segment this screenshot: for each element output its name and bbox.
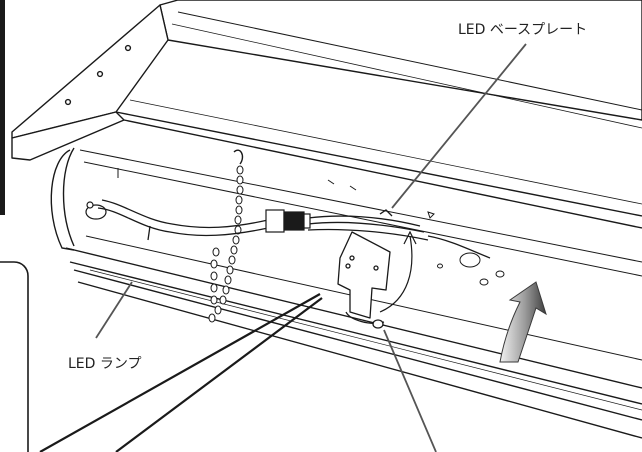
base-plate-top bbox=[159, 0, 642, 129]
plate-holes bbox=[327, 179, 505, 286]
leader-lamp bbox=[95, 281, 133, 339]
wall-edge bbox=[0, 0, 5, 215]
lamp-end-cap bbox=[85, 201, 107, 220]
leader-base-plate bbox=[391, 43, 527, 209]
wiring-cable bbox=[97, 199, 491, 259]
curved-arrow bbox=[499, 281, 547, 363]
leader-screw bbox=[383, 329, 437, 452]
base-plate-end-cap bbox=[11, 4, 169, 161]
mounting-bracket bbox=[337, 231, 391, 329]
leader-lines bbox=[95, 43, 527, 452]
base-plate-label: LED ベースプレート bbox=[458, 22, 588, 38]
lamp-label: LED ランプ bbox=[68, 356, 142, 372]
callout-box bbox=[0, 261, 29, 452]
base-plate-edge bbox=[115, 99, 642, 229]
callout-lines bbox=[39, 293, 323, 452]
led-lamp-body bbox=[50, 147, 642, 439]
wire-connector bbox=[265, 209, 311, 233]
hanging-chain bbox=[208, 149, 244, 323]
thin-rotation-arrow bbox=[379, 230, 417, 313]
